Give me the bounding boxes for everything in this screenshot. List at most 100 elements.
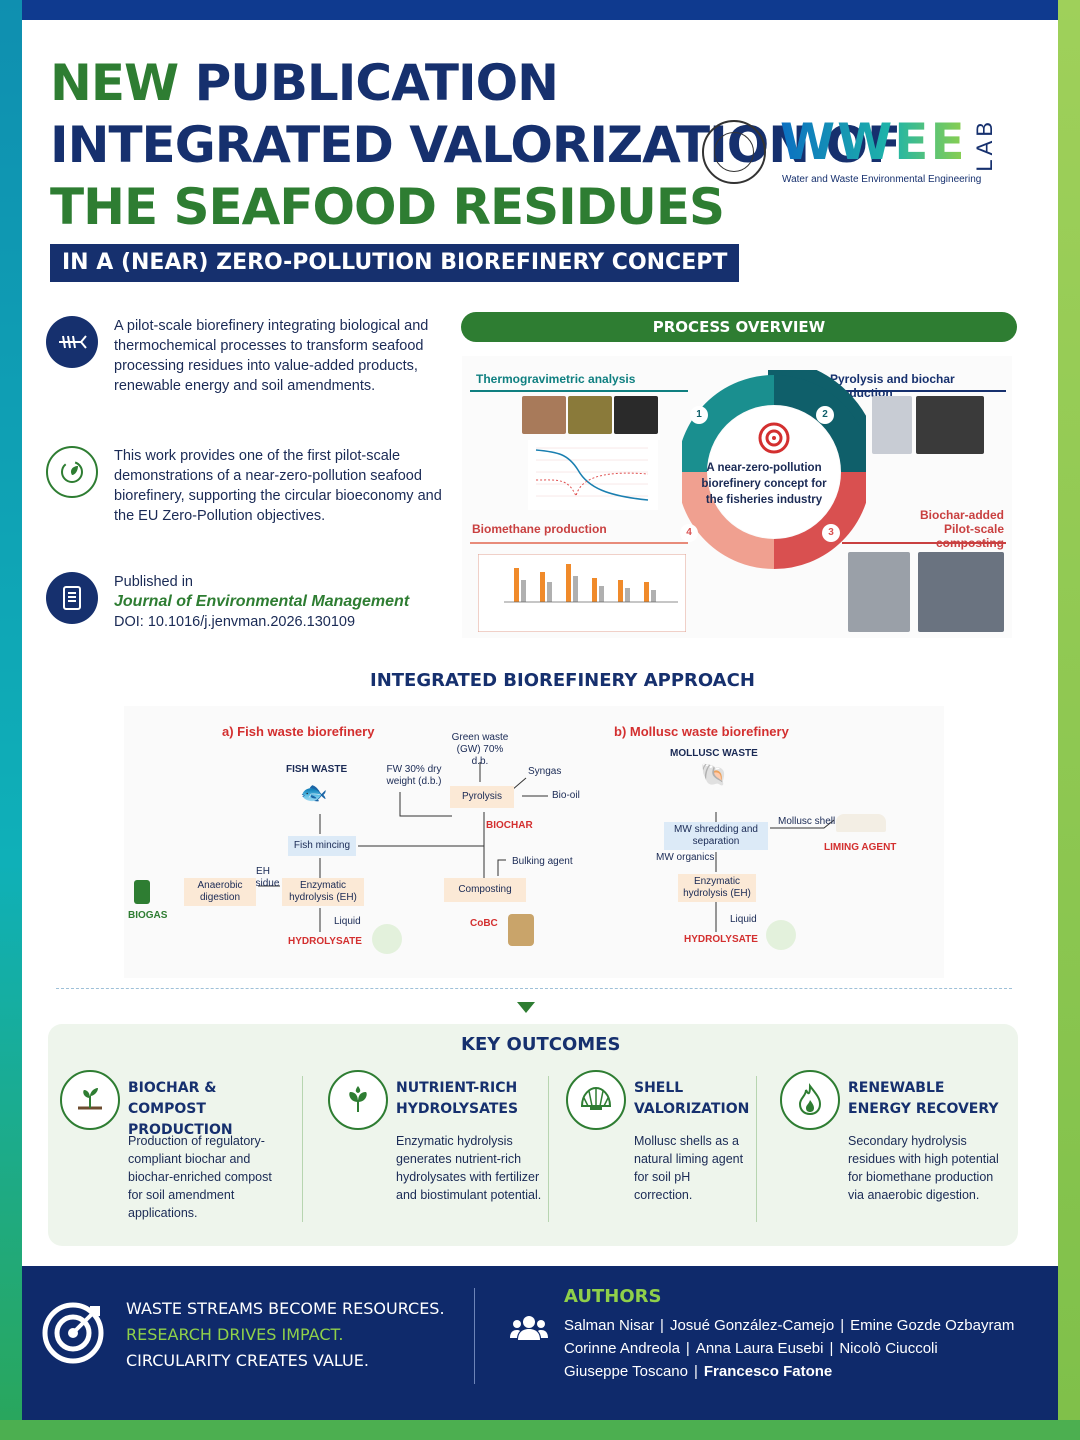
author-name: Nicolò Ciuccoli bbox=[839, 1340, 938, 1357]
fish-icon: 🐟 bbox=[300, 780, 328, 805]
step-number-3: 3 bbox=[822, 524, 840, 542]
outcome-text-biochar: Production of regulatory-compliant bioch… bbox=[128, 1134, 272, 1220]
dried-residue-photo bbox=[568, 396, 612, 434]
liming-agent-output: LIMING AGENT bbox=[824, 842, 897, 853]
pyrolysis-reactor-photo bbox=[872, 396, 912, 454]
compost-bag-icon bbox=[508, 914, 534, 946]
step-number-2: 2 bbox=[816, 406, 834, 424]
intro-text-pilot: A pilot-scale biorefinery integrating bi… bbox=[114, 318, 429, 394]
anaerobic-digestion-box: Anaerobic digestion bbox=[184, 878, 256, 906]
liquid-label: Liquid bbox=[334, 916, 361, 927]
outcome-text-energy: Secondary hydrolysis residues with high … bbox=[848, 1134, 999, 1202]
process-overview-graphic: Thermogravimetric analysis Pyrolysis and… bbox=[462, 356, 1012, 638]
outcome-text-shell: Mollusc shells as a natural liming agent… bbox=[634, 1134, 744, 1202]
biorefinery-diagram: a) Fish waste biorefinery b) Mollusc was… bbox=[124, 706, 944, 978]
step4-line bbox=[470, 542, 688, 544]
bottom-accent-bar bbox=[0, 1420, 1080, 1440]
mollusc-biorefinery-heading: b) Mollusc waste biorefinery bbox=[614, 724, 789, 739]
headline: NEW PUBLICATION INTEGRATED VALORIZATION … bbox=[50, 52, 901, 238]
slogan-line3: CIRCULARITY CREATES VALUE. bbox=[126, 1351, 369, 1370]
plant-seedling-icon bbox=[372, 924, 402, 954]
composter-photo bbox=[848, 552, 910, 632]
right-accent-bar bbox=[1058, 0, 1080, 1440]
diagram-arrows bbox=[258, 762, 835, 932]
authors-title: AUTHORS bbox=[564, 1286, 662, 1307]
step-number-1: 1 bbox=[690, 406, 708, 424]
university-seal-icon bbox=[702, 120, 766, 184]
pyrolysis-box: Pyrolysis bbox=[450, 786, 514, 808]
author-name: Josué González-Camejo bbox=[669, 1317, 835, 1334]
biochar-output: BIOCHAR bbox=[486, 820, 533, 831]
biogas-mini-chart bbox=[478, 554, 686, 632]
outcome-text-hydrolysates: Enzymatic hydrolysis generates nutrient-… bbox=[396, 1134, 542, 1202]
fish-biorefinery-heading: a) Fish waste biorefinery bbox=[222, 724, 375, 739]
logo-subtitle: Water and Waste Environmental Engineerin… bbox=[782, 174, 982, 185]
flame-icon bbox=[780, 1070, 840, 1130]
outcome-divider-2 bbox=[548, 1076, 549, 1222]
wwee-wordmark: WWEE bbox=[780, 113, 967, 171]
slogan-line1: WASTE STREAMS BECOME RESOURCES. bbox=[126, 1299, 445, 1318]
fw-dry-label: FW 30% dry weight (d.b.) bbox=[386, 764, 442, 787]
mollusc-liquid-label: Liquid bbox=[730, 914, 757, 925]
step1-line bbox=[470, 390, 688, 392]
journal-name: Journal of Environmental Management bbox=[114, 593, 410, 610]
biogas-tank-icon bbox=[134, 880, 150, 904]
fish-bone-icon bbox=[46, 316, 98, 368]
author-name: Giuseppe Toscano bbox=[564, 1363, 688, 1380]
section-divider bbox=[56, 988, 1012, 989]
outcome-divider-3 bbox=[756, 1076, 757, 1222]
author-name: Corinne Andreola bbox=[564, 1340, 680, 1357]
compost-drum-photo bbox=[918, 552, 1004, 632]
author-name-corresponding: Francesco Fatone bbox=[703, 1363, 833, 1380]
seashell-icon bbox=[566, 1070, 626, 1130]
mollusc-plant-icon bbox=[766, 920, 796, 950]
fish-mincing-box: Fish mincing bbox=[288, 836, 356, 856]
doi-link[interactable]: DOI: 10.1016/j.jenvman.2026.130109 bbox=[114, 614, 356, 630]
process-cycle-ring bbox=[682, 370, 866, 569]
biochar-photo bbox=[614, 396, 658, 434]
mollusc-waste-label: MOLLUSC WASTE bbox=[670, 748, 758, 759]
composting-box: Composting bbox=[444, 878, 526, 902]
lab-logo: WWEE LAB Water and Waste Environmental E… bbox=[702, 112, 1014, 196]
footer: WASTE STREAMS BECOME RESOURCES. RESEARCH… bbox=[22, 1266, 1058, 1420]
mollusc-shell-label: Mollusc shell bbox=[778, 816, 836, 827]
enzymatic-hydrolysis-box: Enzymatic hydrolysis (EH) bbox=[282, 878, 364, 906]
lab-wordmark: LAB bbox=[972, 118, 997, 172]
hydrolysate-output: HYDROLYSATE bbox=[288, 936, 362, 947]
soil-sprout-icon bbox=[60, 1070, 120, 1130]
outcome-divider-1 bbox=[302, 1076, 303, 1222]
mw-organics-label: MW organics bbox=[656, 852, 715, 863]
green-waste-label: Green waste (GW) 70% d.b. bbox=[451, 732, 509, 767]
cycle-center-text: A near-zero-pollution biorefinery concep… bbox=[701, 462, 827, 506]
headline-new: NEW bbox=[50, 54, 179, 112]
mollusc-enzymatic-box: Enzymatic hydrolysis (EH) bbox=[678, 874, 756, 902]
syngas-label: Syngas bbox=[528, 766, 562, 777]
subtitle-banner: IN A (NEAR) ZERO-POLLUTION BIOREFINERY C… bbox=[50, 244, 740, 282]
intro-text-demonstration: This work provides one of the first pilo… bbox=[114, 448, 442, 524]
document-icon bbox=[46, 572, 98, 624]
biogas-output: BIOGAS bbox=[128, 910, 168, 921]
biochar-pile-photo bbox=[916, 396, 984, 454]
author-name: Salman Nisar bbox=[564, 1317, 655, 1334]
headline-line3: THE SEAFOOD RESIDUES bbox=[50, 178, 725, 236]
target-arrow-icon bbox=[42, 1302, 104, 1364]
left-accent-bar bbox=[0, 0, 22, 1440]
mollusc-hydrolysate-output: HYDROLYSATE bbox=[684, 934, 758, 945]
fish-waste-label: FISH WASTE bbox=[286, 764, 348, 775]
step3-line bbox=[842, 542, 1006, 544]
shell-icon: 🐚 bbox=[700, 762, 728, 787]
step-number-4: 4 bbox=[680, 524, 698, 542]
fish-residue-photo bbox=[522, 396, 566, 434]
leaf-drop-icon bbox=[328, 1070, 388, 1130]
authors-list: Salman Nisar|Josué González-Camejo|Emine… bbox=[564, 1317, 1015, 1380]
footer-slogan: WASTE STREAMS BECOME RESOURCES. RESEARCH… bbox=[126, 1296, 445, 1374]
process-overview-title: PROCESS OVERVIEW bbox=[461, 312, 1017, 342]
authors-group-icon bbox=[510, 1316, 548, 1340]
headline-publication: PUBLICATION bbox=[194, 54, 559, 112]
top-accent-bar bbox=[0, 0, 1080, 20]
